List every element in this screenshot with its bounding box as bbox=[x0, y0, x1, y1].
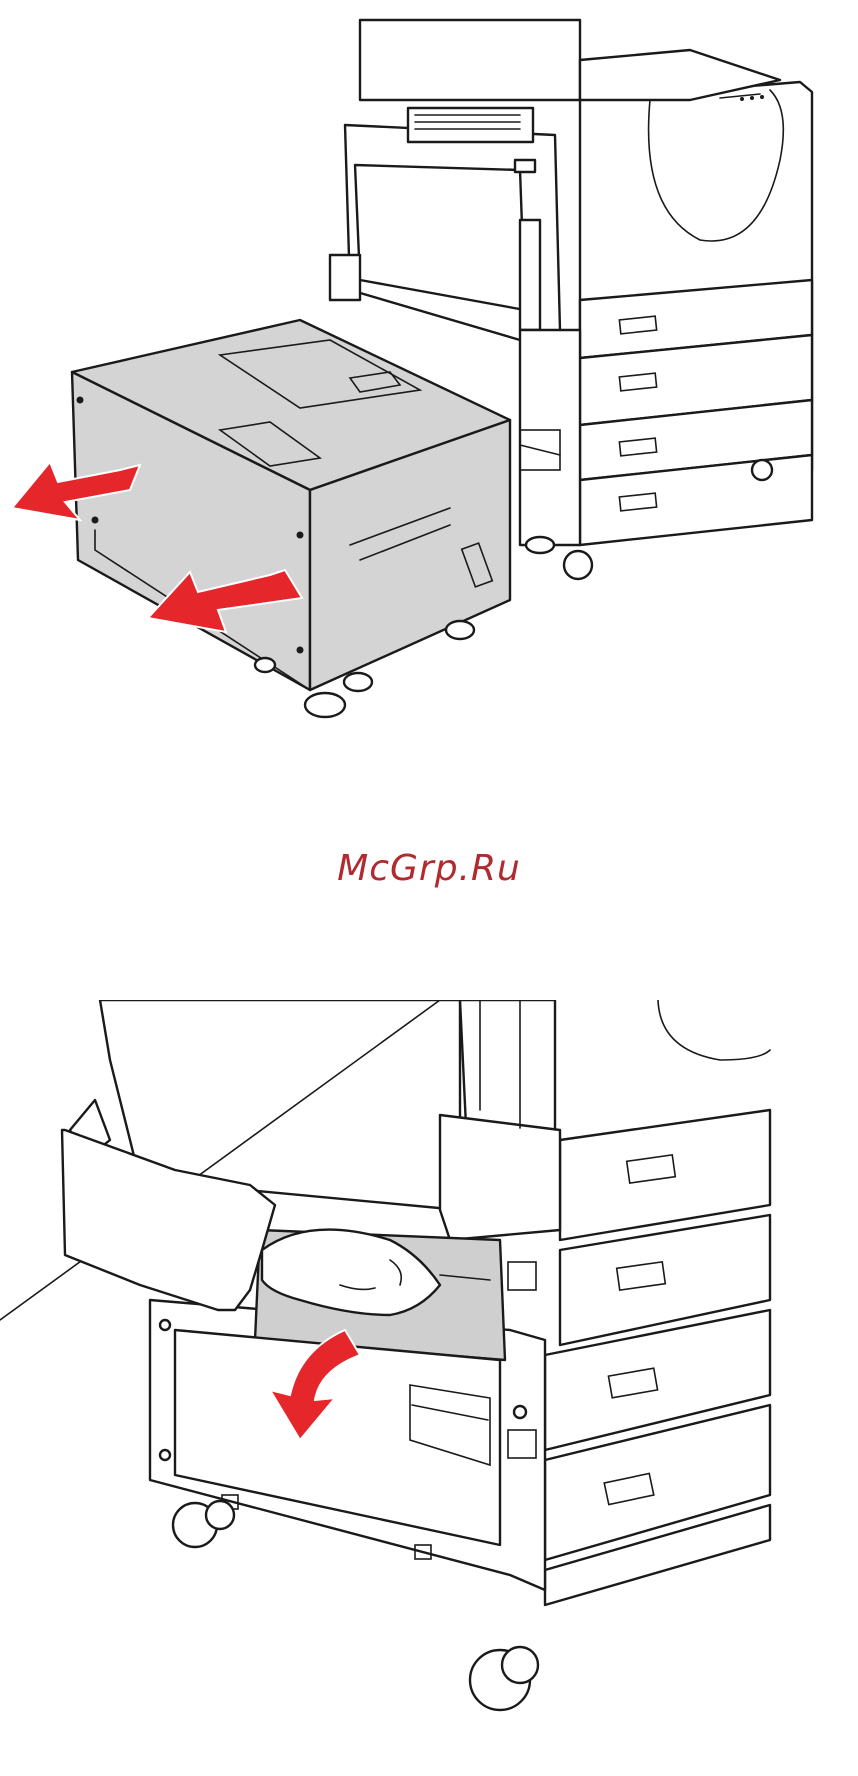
printer-trays bbox=[520, 280, 812, 545]
illustration-tray-removal bbox=[0, 0, 858, 740]
side-feeder bbox=[330, 108, 560, 340]
printer-tray-removal-icon bbox=[0, 0, 858, 740]
tray-cabinet bbox=[72, 320, 510, 690]
watermark-text: McGrp.Ru bbox=[0, 848, 858, 889]
printer-trays bbox=[545, 1000, 770, 1605]
printer-door-open-icon bbox=[0, 1000, 858, 1776]
illustration-door-open bbox=[0, 1000, 858, 1776]
